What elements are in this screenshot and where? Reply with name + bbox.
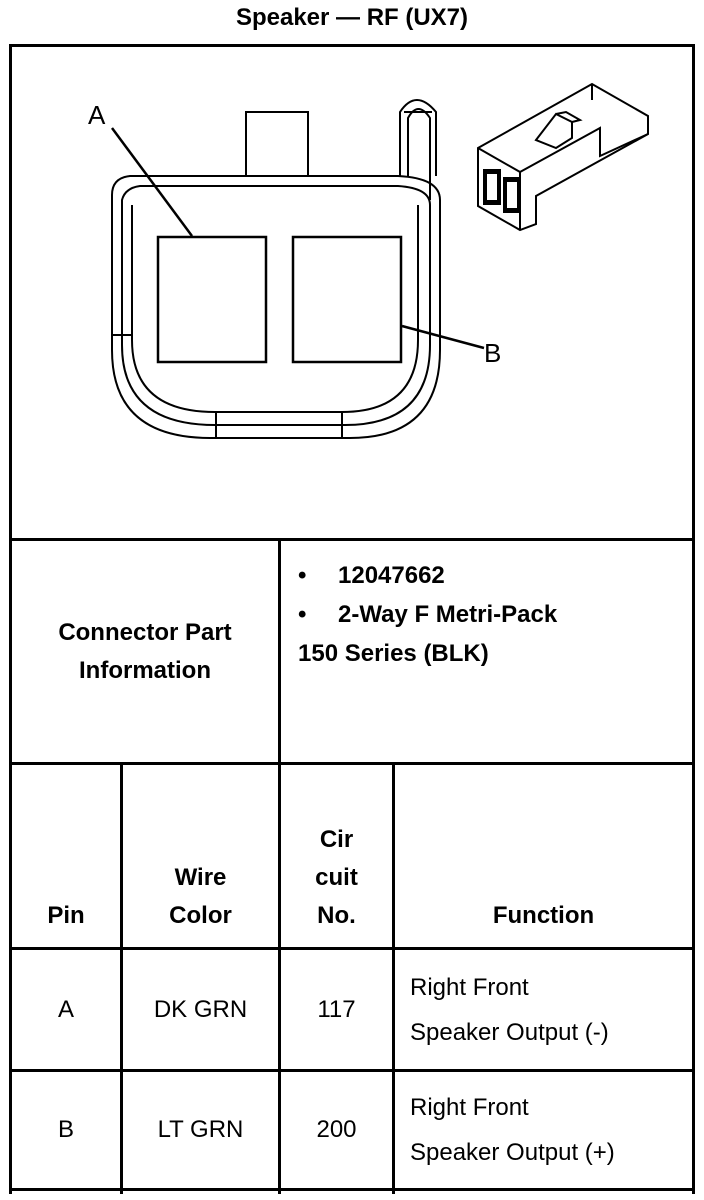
leader-a — [110, 127, 194, 237]
connector-latch — [399, 99, 437, 176]
divider-info-col — [278, 538, 281, 765]
divider-row-a — [9, 1069, 695, 1072]
divider-info — [9, 762, 695, 765]
row-a-function-line2: Speaker Output (-) — [410, 1018, 609, 1046]
list-item: • 12047662 — [298, 556, 557, 595]
header-wire-color-line2: Color — [169, 902, 232, 929]
header-function: Function — [395, 765, 692, 947]
connector-info-list: • 12047662 • 2-Way F Metri-Pack 150 Series… — [298, 556, 557, 673]
header-circuit-line2: cuit — [315, 864, 358, 891]
connector-iso-view — [477, 82, 649, 232]
frame-right — [692, 44, 695, 1194]
bullet-icon: • — [298, 562, 307, 589]
label-b: B — [484, 338, 502, 368]
label-a: A — [88, 100, 106, 130]
header-wire-color: Wire Color — [123, 765, 278, 947]
connector-diagram — [110, 82, 649, 439]
divider-diagram — [9, 538, 695, 541]
list-item-cont: 150 Series (BLK) — [298, 634, 557, 673]
part-desc-cont: 150 Series (BLK) — [298, 640, 489, 667]
row-b-function-line1: Right Front — [410, 1094, 529, 1121]
connector-info-label-line1: Connector Part — [58, 618, 232, 646]
frame-top — [9, 44, 695, 47]
row-a-function-line1: Right Front — [410, 973, 529, 1001]
table-row-b-pin: B — [57, 1116, 74, 1143]
divider-col-2 — [278, 762, 281, 1194]
table-row-a-function: Right Front Speaker Output (-) — [410, 950, 690, 1069]
part-number: 12047662 — [338, 562, 445, 589]
header-circuit-line3: No. — [317, 902, 356, 929]
list-item: • 2-Way F Metri-Pack — [298, 595, 557, 634]
page-title: Speaker — RF (UX7) — [235, 4, 469, 31]
connector-face-outer — [111, 175, 441, 439]
connector-info-label-line2: Information — [79, 656, 211, 684]
divider-col-1 — [120, 762, 123, 1194]
part-desc: 2-Way F Metri-Pack — [338, 601, 558, 628]
bullet-icon: • — [298, 601, 307, 628]
connector-face-inner-2 — [131, 205, 419, 413]
table-row-b-circuit: 200 — [316, 1116, 357, 1143]
table-row-b-wire-color: LT GRN — [157, 1116, 244, 1143]
connector-face-inner — [121, 185, 431, 426]
header-wire-color-line1: Wire — [174, 864, 227, 891]
cavity-b — [291, 235, 403, 364]
table-row-a-pin: A — [57, 995, 74, 1023]
table-row-b-function: Right Front Speaker Output (+) — [410, 1072, 690, 1188]
divider-header — [9, 947, 695, 950]
header-circuit: Cir cuit No. — [281, 765, 392, 947]
header-pin: Pin — [12, 765, 120, 947]
divider-col-3 — [392, 762, 395, 1194]
table-row-a-circuit: 117 — [317, 995, 356, 1023]
row-b-function-line2: Speaker Output (+) — [410, 1139, 615, 1166]
divider-row-b — [9, 1188, 695, 1191]
table-row-a-wire-color: DK GRN — [153, 995, 248, 1023]
frame-left — [9, 44, 12, 1194]
header-circuit-line1: Cir — [319, 826, 354, 853]
cavity-a — [156, 235, 268, 364]
connector-info-label: Connector Part Information — [12, 541, 278, 762]
header-pin-text: Pin — [47, 902, 85, 929]
leader-b — [401, 324, 485, 350]
header-function-text: Function — [492, 902, 595, 929]
connector-top-tab — [245, 111, 309, 177]
